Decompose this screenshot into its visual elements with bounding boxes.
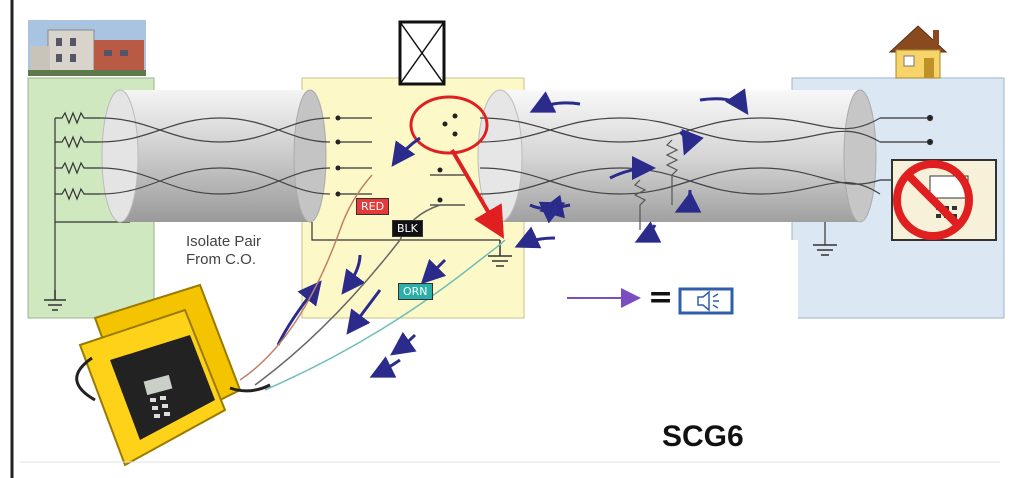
cable-left bbox=[101, 89, 327, 223]
red-lead-tag: RED bbox=[356, 198, 390, 215]
isolate-pair-label: Isolate Pair From C.O. bbox=[186, 233, 261, 269]
test-leads bbox=[239, 174, 506, 391]
fault-highlight-circle bbox=[409, 95, 489, 155]
orn-lead-tag: ORN bbox=[398, 283, 433, 300]
central-office-building-icon bbox=[28, 20, 146, 76]
resistor-icon bbox=[633, 139, 679, 230]
resistor-bank bbox=[54, 111, 130, 300]
cable-right bbox=[477, 89, 877, 223]
no-phone-icon bbox=[891, 159, 997, 241]
blk-lead-tag: BLK bbox=[392, 220, 423, 237]
customer-terminals bbox=[824, 114, 934, 245]
splice-terminals bbox=[335, 113, 458, 203]
white-mask bbox=[548, 240, 798, 335]
fault-pointer-arrow bbox=[450, 148, 505, 239]
isolate-line-2: From C.O. bbox=[186, 251, 256, 268]
speaker-icon bbox=[678, 287, 734, 315]
diagram-title: SCG6 bbox=[662, 420, 744, 453]
crossed-box-icon bbox=[398, 20, 446, 86]
house-icon bbox=[888, 25, 948, 79]
ground-icon bbox=[44, 290, 66, 311]
isolate-line-1: Isolate Pair bbox=[186, 233, 262, 250]
ground-icon bbox=[813, 244, 837, 256]
cable-tester-icon bbox=[75, 283, 271, 467]
ground-icon bbox=[488, 240, 512, 267]
legend-equals: = bbox=[648, 280, 673, 315]
